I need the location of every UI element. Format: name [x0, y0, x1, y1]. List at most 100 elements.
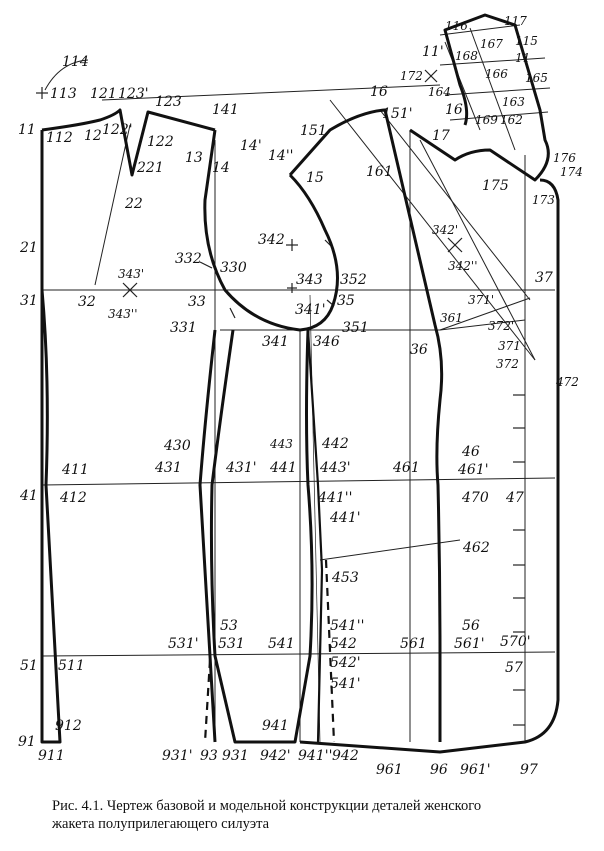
- point-label: 114: [62, 54, 89, 70]
- point-label: 453: [331, 570, 359, 586]
- point-label: 173: [532, 193, 555, 207]
- point-label: 343: [296, 272, 323, 288]
- point-label: 11: [18, 122, 36, 138]
- front-dart: [306, 329, 324, 743]
- point-label: 330: [220, 260, 247, 276]
- point-label: 166: [485, 67, 508, 81]
- point-label: 175: [482, 178, 509, 194]
- point-label: 342': [432, 223, 458, 237]
- point-label: 351: [342, 320, 369, 336]
- point-label: 112: [46, 130, 73, 146]
- point-label: 371: [498, 339, 521, 353]
- point-label: 113: [50, 86, 77, 102]
- point-label: 115: [515, 34, 538, 48]
- point-label: 372': [488, 319, 514, 333]
- point-label: 13: [185, 150, 203, 166]
- point-label: 411: [61, 462, 89, 478]
- point-label: 942': [260, 748, 291, 764]
- point-label: 343': [118, 267, 144, 281]
- point-label: 47: [505, 490, 524, 506]
- point-label: 164: [428, 85, 451, 99]
- point-label: 341': [295, 302, 326, 318]
- side-piece-outline: [209, 329, 314, 744]
- point-label: 97: [520, 762, 538, 778]
- point-label: 511: [58, 658, 85, 674]
- back-side-seam: [198, 329, 217, 743]
- point-label: 372: [496, 357, 519, 371]
- point-label: 53: [220, 618, 238, 634]
- point-label: 56: [462, 618, 480, 634]
- point-label: 122': [102, 122, 133, 138]
- point-label: 176: [553, 151, 576, 165]
- point-label: 33: [188, 294, 206, 310]
- point-label: 443': [319, 460, 351, 476]
- point-label: 461: [392, 460, 420, 476]
- point-label: 931': [162, 748, 193, 764]
- point-label: 961': [460, 762, 491, 778]
- point-label: 11: [515, 51, 530, 65]
- point-label: 331: [170, 320, 197, 336]
- point-label: 163: [502, 95, 525, 109]
- point-label: 32: [78, 294, 96, 310]
- point-label: 174: [560, 165, 583, 179]
- point-label: 117: [504, 14, 527, 28]
- point-label: 343'': [108, 307, 138, 321]
- point-label: 91: [18, 734, 36, 750]
- point-label: 123': [118, 86, 149, 102]
- point-label: 12: [84, 128, 102, 144]
- point-label: 41: [19, 488, 38, 504]
- figure-caption: Рис. 4.1. Чертеж базовой и модельной кон…: [52, 797, 592, 833]
- construction-lines: [41, 24, 556, 743]
- point-label: 165: [525, 71, 548, 85]
- point-label: 123: [155, 94, 182, 110]
- point-label: 531': [168, 636, 199, 652]
- point-label: 431: [154, 460, 182, 476]
- point-label: 431': [225, 460, 257, 476]
- point-label: 941'': [298, 748, 332, 764]
- caption-line-2: жакета полуприлегающего силуэта: [52, 816, 270, 832]
- point-label: 931: [222, 748, 249, 764]
- armhole-curve: [203, 129, 339, 332]
- point-label: 14': [240, 138, 262, 154]
- point-label: 141: [212, 102, 239, 118]
- front-piece-outline: [288, 108, 444, 742]
- point-label: 11': [422, 44, 444, 60]
- point-label: 371': [468, 293, 494, 307]
- point-label: 342: [258, 232, 285, 248]
- point-label: 35: [337, 293, 355, 309]
- front-dart-dashed: [324, 559, 336, 743]
- point-label: 168: [455, 49, 478, 63]
- point-label: 470: [461, 490, 489, 506]
- point-label: 911: [38, 748, 65, 764]
- point-label: 162: [500, 113, 523, 127]
- point-label: 941: [262, 718, 289, 734]
- point-label: 352: [340, 272, 367, 288]
- point-label: 961: [376, 762, 403, 778]
- caption-line-1: Рис. 4.1. Чертеж базовой и модельной кон…: [52, 798, 482, 814]
- point-label: 441: [269, 460, 297, 476]
- back-piece-outline: [40, 130, 62, 744]
- point-label: 361: [440, 311, 463, 325]
- point-label: 442: [321, 436, 349, 452]
- point-label: 332: [175, 251, 202, 267]
- front-bottom-edge: [299, 178, 560, 754]
- point-label: 541': [330, 676, 361, 692]
- point-label: 46: [461, 444, 480, 460]
- back-neck-shoulder: [41, 108, 216, 177]
- point-label: 51: [20, 658, 38, 674]
- point-label: 169: [475, 113, 498, 127]
- point-label: 37: [535, 270, 553, 286]
- point-label: 36: [410, 342, 428, 358]
- point-label: 942: [332, 748, 359, 764]
- point-label: 93: [200, 748, 218, 764]
- point-labels: 114 113 121 123' 123 141 11 112 12 122' …: [18, 14, 583, 778]
- point-label: 161: [366, 164, 393, 180]
- point-label: 561': [454, 636, 485, 652]
- point-label: 151': [382, 106, 413, 122]
- point-label: 221: [136, 160, 164, 176]
- point-label: 541'': [330, 618, 364, 634]
- point-label: 16: [445, 102, 463, 118]
- point-label: 531: [218, 636, 245, 652]
- point-label: 912: [55, 718, 82, 734]
- point-label: 116: [445, 19, 468, 33]
